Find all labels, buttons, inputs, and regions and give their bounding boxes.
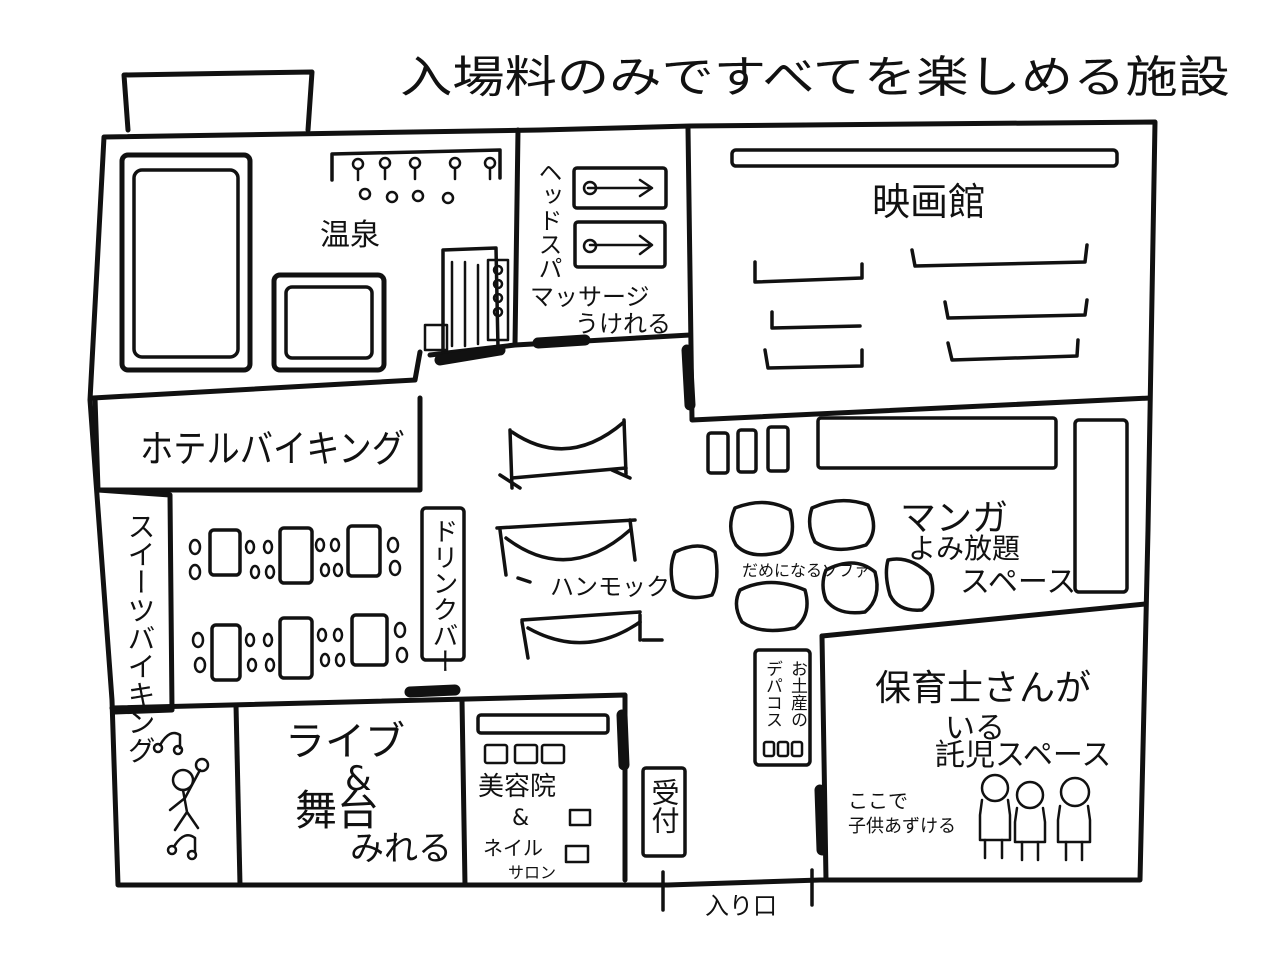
diagram-title: 入場料のみですべてを楽しめる施設 (400, 52, 1230, 103)
live-label-2: & (345, 759, 372, 799)
live-label-4: みれる (350, 829, 452, 869)
massage-label-2: うけれる (575, 310, 671, 338)
salon-label-3: ネイル (483, 836, 543, 860)
sofa-cushions (669, 498, 935, 633)
nursery-note-1: ここで (848, 789, 908, 813)
shower-row (351, 156, 497, 205)
cinema-area: 映画館 (730, 148, 1119, 370)
live-label-1: ライブ (285, 719, 405, 765)
hammock-area: ハンモック (495, 418, 670, 660)
salon-label-1: 美容院 (478, 772, 556, 802)
sweets-viking-area: スイーツバイキング (124, 512, 409, 764)
onsen-label: 温泉 (320, 218, 380, 253)
nursery-label-1: 保育士さんが (875, 668, 1091, 709)
drink-bar-label: ドリンクバー (428, 518, 458, 674)
cinema-label: 映画館 (872, 180, 986, 224)
nursery-label-2: いる (945, 711, 1005, 746)
onsen-area: 温泉 (119, 148, 510, 373)
manga-area: だめになるソファ マンガ よみ放題 スペース (669, 416, 1129, 633)
massage-label-1: マッサージ (530, 283, 650, 311)
entrance: 入り口 (661, 868, 814, 920)
nursery-label-3: 託児スペース (935, 738, 1111, 773)
nursery-area: 保育士さんが いる 託児スペース ここで 子供あずける (848, 668, 1111, 862)
headspa-area: ヘッドスパ マッサージ うけれる (530, 160, 671, 338)
manga-shelves (706, 416, 1129, 594)
manga-label-2: よみ放題 (908, 532, 1020, 565)
manga-label-1: マンガ (900, 498, 1008, 539)
reception-label: 受付 (648, 778, 681, 834)
hammock-label: ハンモック (550, 573, 670, 601)
salon-label-4: サロン (508, 863, 556, 882)
sofa-label: だめになるソファ (742, 561, 870, 580)
nursery-note-2: 子供あずける (848, 816, 956, 837)
sweets-tables (208, 524, 389, 682)
souvenir-label-2: デパコス (762, 660, 782, 728)
entrance-label: 入り口 (705, 892, 777, 920)
souvenir-label-1: お土産の (787, 660, 808, 728)
sweets-chairs (188, 536, 409, 674)
live-stage-area: ライブ & 舞台 みれる (152, 719, 452, 869)
headspa-label: ヘッドスパ (534, 160, 562, 280)
nursery-staff-figures (978, 773, 1092, 862)
cinema-seats (753, 243, 1089, 370)
salon-area: 美容院 & ネイル サロン (476, 713, 610, 882)
singer-figure (168, 757, 210, 832)
salon-label-2: & (512, 806, 529, 831)
reception-area: 受付 (641, 766, 687, 858)
souvenir-area: お土産の デパコス (753, 648, 812, 767)
sweets-viking-label: スイーツバイキング (124, 512, 157, 764)
hotel-viking-label: ホテルバイキング (140, 427, 405, 471)
live-label-3: 舞台 (295, 786, 379, 835)
doors (404, 334, 828, 856)
manga-label-3: スペース (960, 565, 1076, 600)
music-note-icon (152, 731, 198, 861)
drink-bar-area: ドリンクバー (420, 506, 466, 674)
